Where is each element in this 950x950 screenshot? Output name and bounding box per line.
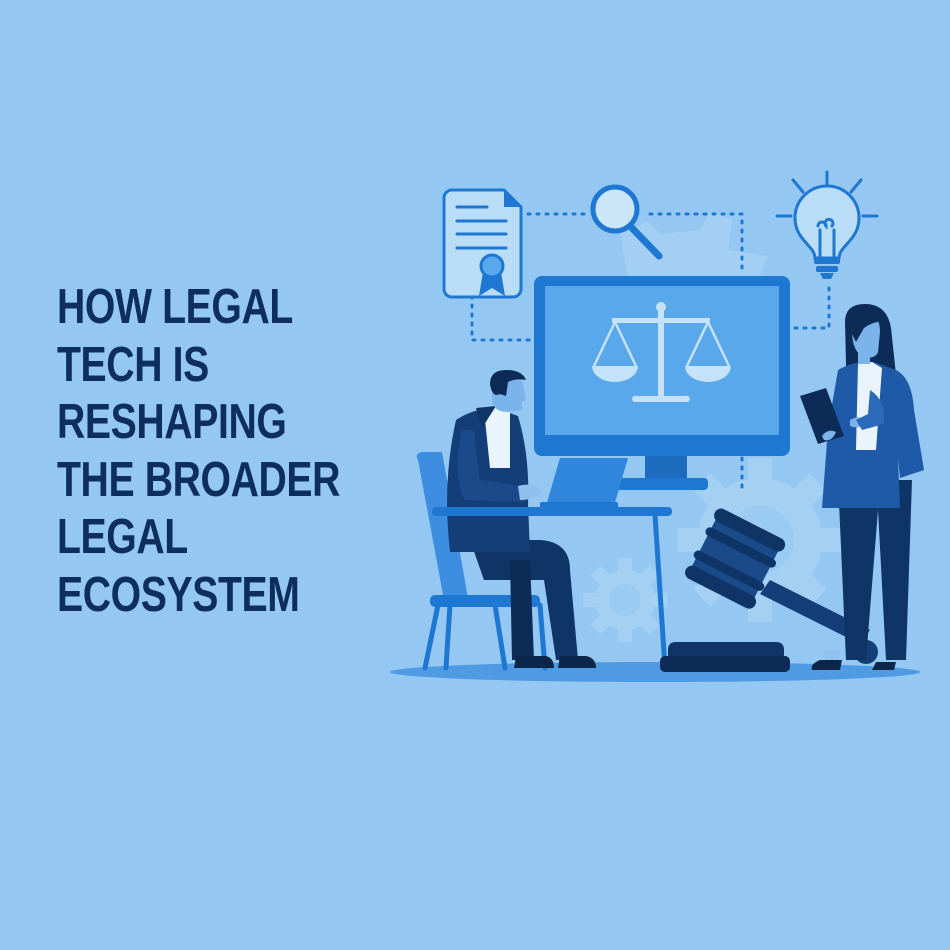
lightbulb-icon (775, 170, 879, 279)
headline-line-2: TECH IS (57, 337, 209, 392)
woman-figure (800, 304, 924, 670)
laptop-icon (540, 458, 628, 508)
scales-of-justice-icon (592, 302, 731, 402)
headline-line-1: HOW LEGAL (57, 280, 293, 334)
headline: HOW LEGAL TECH IS RESHAPING THE BROADER … (57, 279, 341, 624)
gear-icon (620, 212, 768, 280)
headline-line-3: RESHAPING (57, 395, 287, 449)
desk-icon (432, 507, 672, 671)
magnifying-glass-icon (590, 184, 663, 260)
headline-line-6: ECOSYSTEM (57, 567, 300, 622)
headline-line-5: LEGAL (57, 510, 188, 564)
dotted-connectors (470, 212, 831, 492)
certificate-document-icon (442, 188, 523, 299)
gear-icon (583, 558, 667, 642)
gavel-icon (660, 508, 878, 672)
headline-line-4: THE BROADER (57, 452, 341, 507)
